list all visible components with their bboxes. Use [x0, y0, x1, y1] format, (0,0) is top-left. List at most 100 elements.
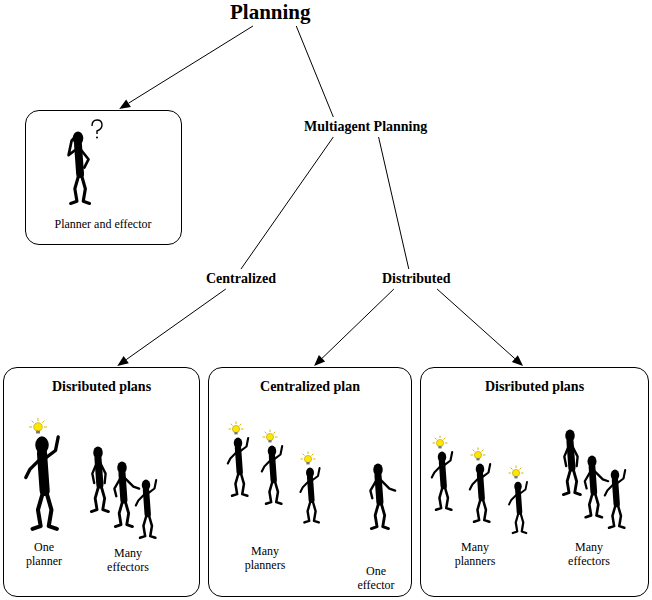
bulb-ray [29, 427, 32, 428]
tree-connector [117, 289, 226, 366]
bulb-base [438, 446, 441, 448]
stick-figure [114, 462, 139, 527]
bulb-ray [38, 418, 39, 421]
stick-figure [585, 456, 608, 518]
connector-line [437, 289, 515, 359]
figure-stroke [304, 500, 310, 522]
figure-stroke [564, 445, 569, 466]
figure-stroke [586, 492, 593, 517]
stick-figure [136, 480, 156, 538]
figure-stroke [124, 477, 139, 488]
arrowhead [117, 356, 129, 366]
question-dot [96, 137, 98, 139]
stick-figure [470, 464, 490, 522]
figure-stroke [513, 512, 519, 533]
figure-stroke [240, 438, 249, 452]
bulb-ray [263, 437, 266, 438]
figure-stroke [509, 494, 517, 505]
bulb-ray [301, 459, 304, 460]
box-heading: Disributed plans [4, 380, 199, 394]
bulb-ray [440, 436, 441, 439]
bulb-glass [304, 455, 311, 462]
box-heading: Centralized plan [209, 380, 411, 394]
figure-stroke [370, 479, 377, 498]
lightbulb [433, 436, 448, 449]
tree-connector [379, 137, 409, 269]
bulb-ray [516, 466, 517, 469]
box-heading: Disributed plans [421, 380, 648, 394]
figure-stroke [114, 477, 121, 496]
tree-label: Planning [227, 0, 314, 25]
bulb-ray [231, 424, 233, 426]
bulb-glass [474, 451, 481, 458]
bulb-ray [483, 455, 486, 456]
connector-line [241, 137, 333, 269]
connector-line [129, 26, 253, 103]
bulb-ray [482, 450, 484, 452]
figure-stroke [115, 500, 123, 527]
bulb-ray [509, 473, 512, 474]
bulb-base [234, 432, 237, 434]
figure-stroke [312, 500, 318, 522]
figure-stroke [46, 491, 57, 529]
bulb-ray [229, 429, 232, 430]
bulb-ray [435, 438, 437, 440]
arrowhead [119, 99, 131, 109]
figure-stroke [45, 437, 59, 459]
bulb-glass [232, 425, 239, 432]
figure-stroke [148, 480, 157, 494]
lightbulb [471, 448, 486, 461]
figure-stroke [520, 482, 528, 494]
figure-stroke [136, 494, 145, 506]
bulb-ray [44, 427, 47, 428]
figure-stroke [275, 480, 282, 504]
figure-stroke [81, 174, 89, 203]
stick-figure [432, 452, 452, 510]
stick-figure [262, 446, 282, 504]
figure-stroke [140, 514, 147, 538]
bulb-ray [520, 468, 522, 470]
bulb-base [268, 440, 271, 442]
box-caption: Many effectors [557, 540, 621, 568]
stick-figure [26, 436, 58, 528]
figure-stroke [432, 466, 441, 478]
bulb-ray [313, 459, 316, 460]
tree-connector [119, 26, 253, 109]
tree-connector [296, 26, 333, 117]
bulb-ray [308, 452, 309, 455]
stick-figure [370, 464, 395, 529]
figure-stroke [92, 462, 97, 483]
bulb-ray [236, 422, 237, 425]
arrowhead [512, 355, 523, 366]
bulb-ray [265, 432, 267, 434]
tree-label: Centralized [203, 270, 279, 288]
bulb-ray [521, 473, 524, 474]
stick-figure [228, 438, 248, 496]
stick-figure [509, 482, 527, 533]
node-label: Planning [230, 0, 311, 24]
figure-stroke [595, 492, 602, 517]
figure-stroke [609, 504, 616, 528]
figure-stroke [262, 460, 271, 472]
box-caption: One effector [347, 564, 405, 592]
bulb-ray [478, 448, 479, 451]
figure-stroke [444, 452, 453, 466]
figure-stroke [572, 445, 578, 466]
category-box: Disributed plansMany plannersMany effect… [420, 367, 649, 597]
node-label: Centralized [206, 271, 276, 286]
bulb-ray [303, 454, 305, 456]
bulb-ray [274, 432, 276, 434]
bulb-ray [511, 468, 513, 470]
box-caption: Planner and effector [30, 217, 176, 231]
figure-stroke [100, 462, 106, 483]
tree-label: Distributed [379, 270, 453, 288]
figure-stroke [474, 498, 481, 522]
figure-stroke [563, 468, 571, 495]
bulb-glass [512, 469, 519, 476]
figure-stroke [300, 481, 309, 492]
lightbulb [301, 452, 316, 465]
lightbulb [263, 430, 278, 443]
figure-stroke [274, 446, 283, 460]
figure-stroke [266, 480, 273, 504]
bulb-base [514, 476, 517, 478]
